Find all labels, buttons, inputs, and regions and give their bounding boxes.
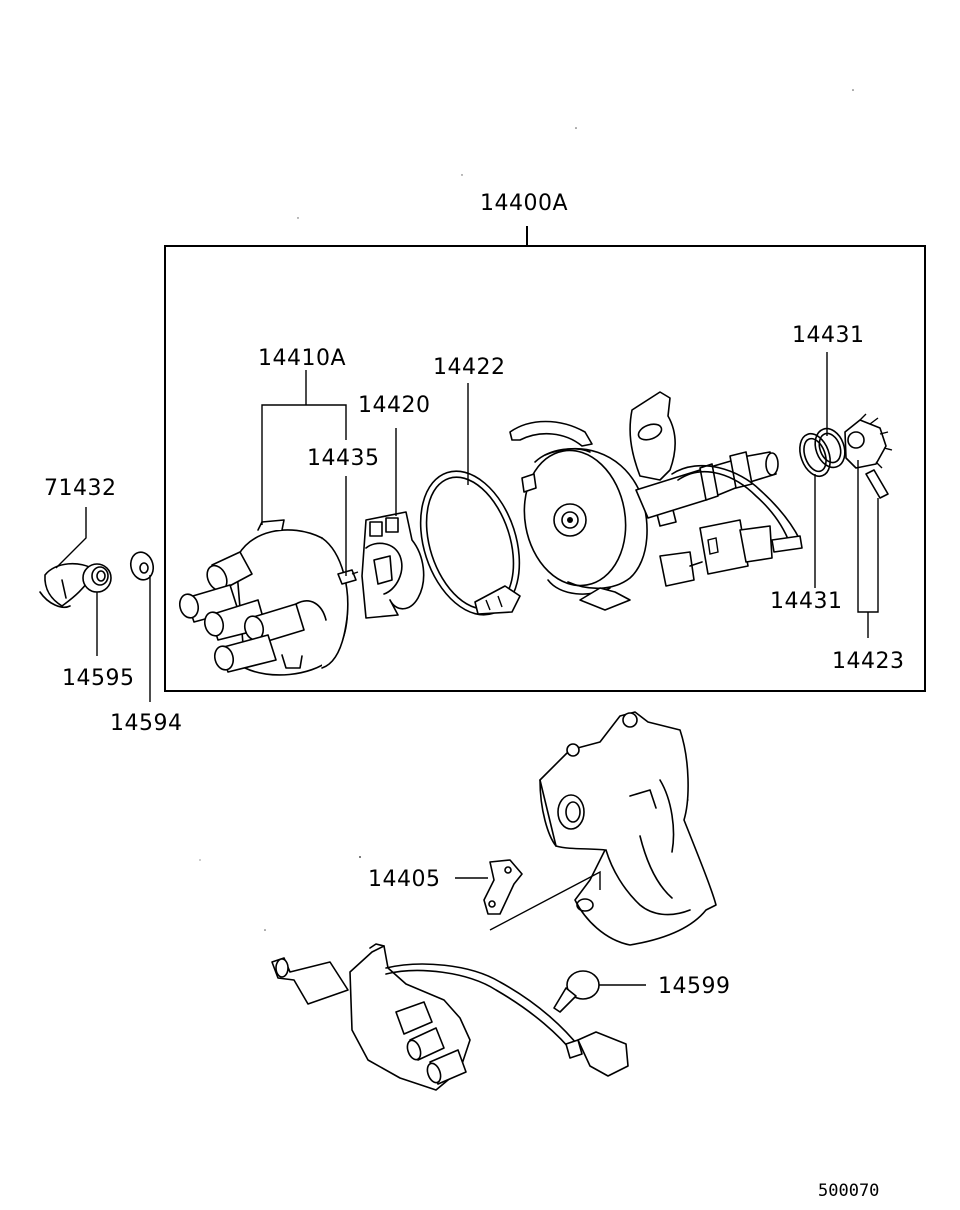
label-oring-bottom: 14431 bbox=[770, 589, 843, 614]
cap-leaders bbox=[261, 370, 347, 576]
label-cap: 14410A bbox=[258, 346, 346, 371]
distributor-cap-drawing bbox=[178, 519, 349, 676]
label-bracket: 14405 bbox=[368, 867, 441, 892]
label-grommet: 14595 bbox=[62, 666, 135, 691]
bracket-to-block-line bbox=[489, 870, 601, 931]
oring-gear-leaders bbox=[814, 352, 879, 638]
distributor-housing-drawing bbox=[509, 391, 803, 611]
label-gasket: 14422 bbox=[433, 355, 506, 380]
grommet-drawing bbox=[82, 563, 112, 593]
label-rotor: 14420 bbox=[358, 393, 431, 418]
cap-screw-drawing bbox=[337, 569, 359, 585]
label-washer: 14594 bbox=[110, 711, 183, 736]
seal-ring-drawing bbox=[419, 470, 521, 616]
drawing-code: 500070 bbox=[818, 1181, 879, 1201]
label-assembly: 14400A bbox=[480, 191, 568, 216]
label-tie: 14599 bbox=[658, 974, 731, 999]
engine-block-drawing bbox=[539, 711, 717, 946]
oring-gear-drawing bbox=[799, 413, 893, 499]
tie-drawing bbox=[553, 970, 600, 1013]
clamp-drawing bbox=[39, 562, 96, 608]
label-clamp: 71432 bbox=[44, 476, 117, 501]
installed-distributor-drawing bbox=[271, 943, 629, 1091]
washer-drawing bbox=[129, 551, 155, 581]
label-gear-pin: 14423 bbox=[832, 649, 905, 674]
clamp-leader bbox=[55, 507, 87, 569]
rotor-drawing bbox=[361, 511, 425, 619]
bracket-drawing bbox=[483, 859, 523, 915]
assembly-frame bbox=[164, 245, 926, 692]
label-oring-top: 14431 bbox=[792, 323, 865, 348]
label-cap-screw: 14435 bbox=[307, 446, 380, 471]
